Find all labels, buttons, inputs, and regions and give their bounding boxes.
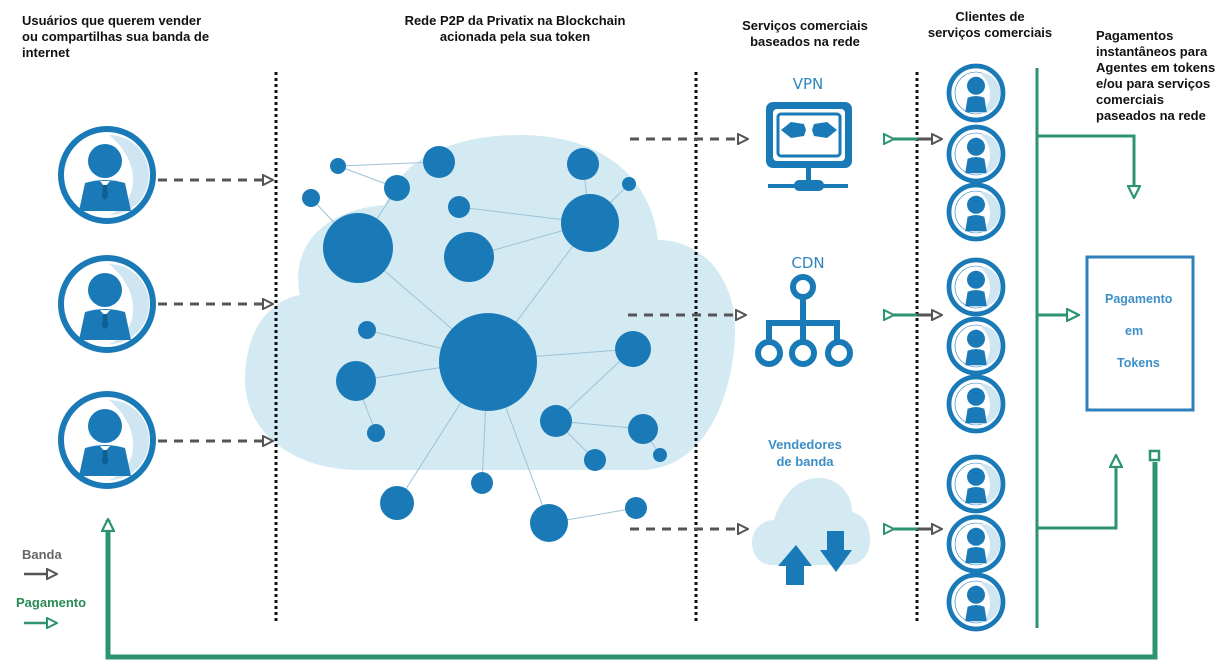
network-header: Rede P2P da Privatix na Blockchain acion… <box>370 13 660 45</box>
network-node <box>615 331 651 367</box>
services-header: Serviços comerciais baseados na rede <box>735 18 875 50</box>
client-avatar-icon <box>949 457 1003 511</box>
payment-box-line: Pagamento <box>1105 292 1173 306</box>
network-node <box>330 158 346 174</box>
hierarchy-network-icon <box>755 274 853 367</box>
network-node <box>336 361 376 401</box>
client-avatar-icon <box>949 517 1003 571</box>
users-header-line: Usuários que querem vender <box>22 13 202 28</box>
user-avatar-icon <box>61 258 153 350</box>
payments-header-line: comerciais <box>1096 92 1164 107</box>
legend-payment-label: Pagamento <box>16 595 87 610</box>
client-avatar-icon <box>949 66 1003 120</box>
payments-header-line: Pagamentos <box>1096 28 1174 43</box>
network-header-line: Rede P2P da Privatix na Blockchain <box>404 13 626 28</box>
network-node <box>540 405 572 437</box>
bandwidth-arrows-in <box>158 180 272 441</box>
payments-header: Pagamentos instantâneos para Agentes em … <box>1096 28 1230 124</box>
network-node <box>584 449 606 471</box>
payments-header-line: Agentes em tokens <box>1096 60 1216 75</box>
client-avatar-icon <box>949 185 1003 239</box>
network-node <box>367 424 385 442</box>
client-avatar-icon <box>949 319 1003 373</box>
network-node <box>625 497 647 519</box>
network-node <box>448 196 470 218</box>
network-node <box>653 448 667 462</box>
payment-box-line: em <box>1125 324 1144 338</box>
network-cloud <box>245 135 735 470</box>
network-node <box>423 146 455 178</box>
network-node <box>561 194 619 252</box>
network-node <box>302 189 320 207</box>
bandwidth-arrows-out <box>628 139 747 529</box>
client-avatar-icon <box>949 127 1003 181</box>
network-node <box>323 213 393 283</box>
network-node <box>628 414 658 444</box>
network-node <box>358 321 376 339</box>
network-node <box>530 504 568 542</box>
network-node <box>380 486 414 520</box>
clients-header-line: serviços comerciais <box>927 25 1053 40</box>
network-nodes <box>302 146 667 542</box>
network-node <box>567 148 599 180</box>
client-avatar-icon <box>949 377 1003 431</box>
network-header-line: acionada pela sua token <box>439 29 591 44</box>
payments-header-line: paseados na rede <box>1096 108 1206 123</box>
services-header-line: Serviços comerciais <box>742 18 868 33</box>
service-client-arrows <box>893 139 941 529</box>
network-node <box>384 175 410 201</box>
user-avatar-icon <box>61 129 153 221</box>
cdn-label: CDN <box>791 254 825 272</box>
clients-header-line: Clientes de <box>955 9 1025 24</box>
network-node <box>439 313 537 411</box>
sellers-label-line: de banda <box>776 454 834 469</box>
users-header-line: ou compartilhas sua banda de <box>22 29 210 44</box>
cloud-upload-download-icon <box>752 478 870 585</box>
payment-box-line: Tokens <box>1117 356 1160 370</box>
return-payment-line <box>108 462 1158 660</box>
payments-header-line: e/ou para serviços <box>1096 76 1211 91</box>
network-node <box>622 177 636 191</box>
client-avatar-icon <box>949 575 1003 629</box>
network-node <box>471 472 493 494</box>
users-header: Usuários que querem vender ou compartilh… <box>22 13 282 61</box>
client-avatars <box>949 66 1003 629</box>
vpn-label: VPN <box>792 75 824 93</box>
network-node <box>444 232 494 282</box>
clients-header: Clientes de serviços comerciais <box>915 9 1065 41</box>
monitor-network-icon <box>766 102 852 191</box>
legend-bandwidth-label: Banda <box>22 547 62 562</box>
user-avatar-icon <box>61 394 153 486</box>
payment-line-terminal <box>1148 449 1161 462</box>
client-avatar-icon <box>949 260 1003 314</box>
sellers-label: Vendedores de banda <box>750 436 860 470</box>
payments-header-line: instantâneos para <box>1096 44 1208 59</box>
sellers-label-line: Vendedores <box>768 437 842 452</box>
services-header-line: baseados na rede <box>750 34 860 49</box>
payment-box <box>1085 255 1195 412</box>
payment-lines <box>1035 68 1134 628</box>
users-header-line: internet <box>22 45 70 60</box>
